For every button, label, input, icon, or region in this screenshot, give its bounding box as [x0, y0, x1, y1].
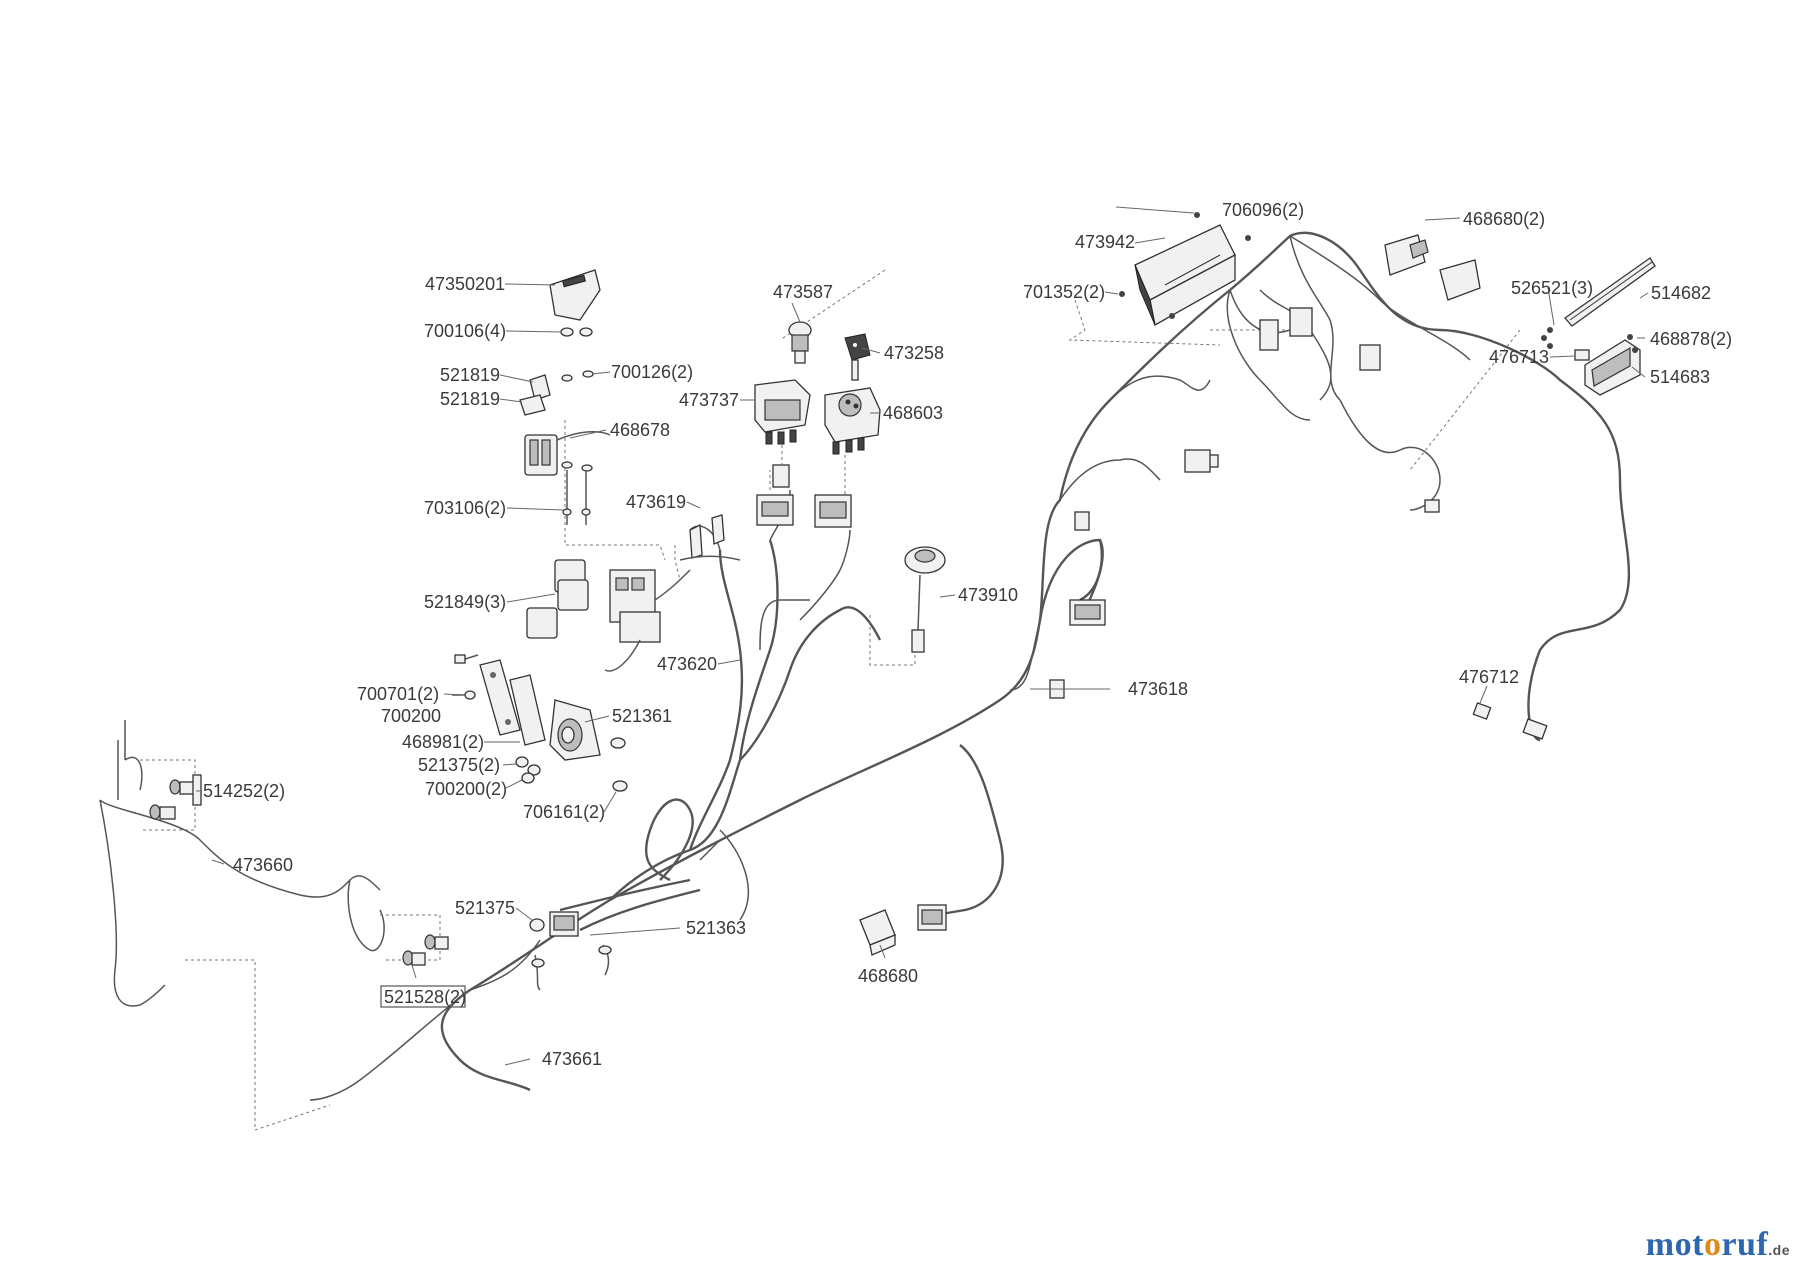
part-476712-connectors — [1199, 454, 1548, 740]
part-468680-relay-bottom — [859, 904, 947, 956]
label-468680: 468680 — [858, 966, 918, 986]
logo-part-2: o — [1703, 1226, 1722, 1263]
label-706096-2: 706096(2) — [1222, 200, 1304, 220]
label-701352-2: 701352(2) — [1023, 282, 1105, 302]
label-521849-3: 521849(3) — [424, 592, 506, 612]
label-476713: 476713 — [1489, 347, 1549, 367]
label-473620: 473620 — [657, 654, 717, 674]
harness-473660 — [99, 720, 385, 1007]
part-468603-ignition-switch — [824, 387, 881, 455]
part-468678-switch-block — [524, 430, 611, 476]
label-473660: 473660 — [233, 855, 293, 875]
part-521363-connectors — [529, 911, 612, 991]
part-labels: 47350201 700106(4) 521819 700126(2) 5218… — [203, 200, 1732, 1069]
part-473258-ignition-key — [844, 333, 871, 381]
label-706161-2: 706161(2) — [523, 802, 605, 822]
part-514682-strip — [1564, 257, 1656, 327]
part-473942-control-module — [1119, 212, 1251, 327]
label-700701-2: 700701(2) — [357, 684, 439, 704]
part-700106-nuts — [560, 327, 594, 525]
label-700106-4: 700106(4) — [424, 321, 506, 341]
part-473737-rocker-switch — [754, 379, 811, 445]
logo-part-1: mot — [1645, 1226, 1704, 1263]
label-473661: 473661 — [542, 1049, 602, 1069]
part-468680-relays-top — [1384, 234, 1481, 301]
label-468603: 468603 — [883, 403, 943, 423]
part-473619-bracket — [679, 514, 741, 561]
label-521819-a: 521819 — [440, 365, 500, 385]
harness-473620 — [559, 489, 882, 932]
label-473942: 473942 — [1075, 232, 1135, 252]
part-switch-connectors — [756, 445, 852, 528]
label-476712: 476712 — [1459, 667, 1519, 687]
part-521819-terminal-a — [529, 374, 551, 401]
label-473910: 473910 — [958, 585, 1018, 605]
part-473587-push-button — [788, 321, 812, 364]
label-473619: 473619 — [626, 492, 686, 512]
label-468680-2: 468680(2) — [1463, 209, 1545, 229]
label-468678: 468678 — [610, 420, 670, 440]
label-521528-2: 521528(2) — [384, 987, 466, 1007]
part-473910-buzzer — [904, 546, 946, 653]
logo-tld: .de — [1768, 1242, 1790, 1258]
logo-part-3: ruf — [1721, 1226, 1769, 1263]
label-700200: 700200 — [381, 706, 441, 726]
label-473258: 473258 — [884, 343, 944, 363]
label-473587: 473587 — [773, 282, 833, 302]
label-521361: 521361 — [612, 706, 672, 726]
label-526521-3: 526521(3) — [1511, 278, 1593, 298]
leader-lines — [196, 206, 1649, 1066]
label-521363: 521363 — [686, 918, 746, 938]
label-473737: 473737 — [679, 390, 739, 410]
part-521819-terminal-b — [519, 394, 546, 416]
part-47350201-switch-cover — [549, 269, 601, 321]
label-514252-2: 514252(2) — [203, 781, 285, 801]
label-521375-2: 521375(2) — [418, 755, 500, 775]
label-468981-2: 468981(2) — [402, 732, 484, 752]
label-700126-2: 700126(2) — [611, 362, 693, 382]
part-521528-lamp-holders — [402, 934, 449, 966]
label-521819-b: 521819 — [440, 389, 500, 409]
main-harness-473618 — [469, 231, 1631, 992]
part-521849-relays — [526, 559, 691, 672]
motoruf-logo: motoruf.de — [1646, 1226, 1790, 1264]
label-514683: 514683 — [1650, 367, 1710, 387]
part-514252-lamp-holders — [149, 774, 202, 820]
part-521361-starter-solenoid — [452, 654, 628, 792]
label-473618: 473618 — [1128, 679, 1188, 699]
label-514682: 514682 — [1651, 283, 1711, 303]
part-514683-bracket — [1541, 327, 1641, 396]
label-521375: 521375 — [455, 898, 515, 918]
label-700200-2: 700200(2) — [425, 779, 507, 799]
label-703106-2: 703106(2) — [424, 498, 506, 518]
label-47350201: 47350201 — [425, 274, 505, 294]
label-468878-2: 468878(2) — [1650, 329, 1732, 349]
label-box-521528 — [380, 985, 466, 1008]
